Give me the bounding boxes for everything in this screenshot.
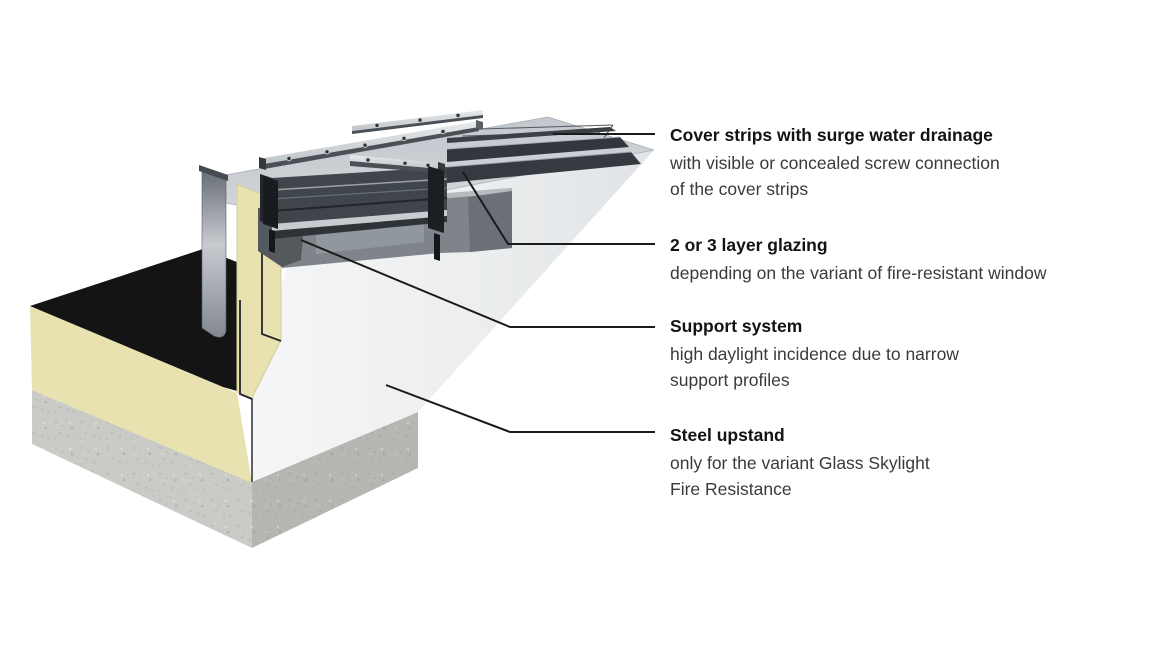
glass-pane-highlight [446,151,632,168]
callout-text-line: only for the variant Glass Skylight [670,453,930,473]
cover-strip-endcap [476,120,483,130]
clamp-bracket [263,176,278,229]
cover-strip-back-side [352,115,483,134]
cover-strip-front-side [264,127,479,169]
glass-pane-highlight [446,136,621,150]
callout-support-system: Support system high daylight incidence d… [670,313,1150,393]
callout-heading: Steel upstand [670,425,785,445]
glass-layer-line [271,187,448,200]
concrete-right-texture [252,412,418,548]
metal-flashing [201,168,227,338]
callout-text-line: high daylight incidence due to narrow [670,344,959,364]
callout-cover-strips: Cover strips with surge water drainage w… [670,122,1150,202]
callout-heading: Support system [670,316,803,336]
insulation-band [30,306,252,483]
leader-line-glazing [462,171,655,245]
callout-text-line: support profiles [670,370,790,390]
glazing-sill-dark [272,216,447,239]
leader-lines [300,133,655,433]
concrete-right-shade [252,412,418,548]
clamp-brackets [263,166,444,261]
glass-layer-line [271,197,448,212]
roof-membrane [30,249,237,391]
callout-text-line: of the cover strips [670,179,809,199]
callout-heading: Cover strips with surge water drainage [670,125,993,145]
glass-layer-line [271,178,448,191]
glass-pane-edge-3 [447,152,641,183]
cover-strips [259,110,483,174]
concrete-left-texture [32,390,252,548]
cover-strip-front-top [264,121,479,164]
glass-pane-edge-2 [447,137,629,162]
cover-strip-cross-side [350,161,441,173]
callout-text-line: Fire Resistance [670,479,792,499]
clamp-pin [269,229,275,253]
leader-line-support-system [300,239,655,328]
concrete-slab [32,390,418,548]
callout-steel-upstand: Steel upstand only for the variant Glass… [670,422,1150,502]
flashing-cap [199,165,228,181]
clamp-bracket [428,166,444,233]
clamp-pin [434,233,440,261]
leader-line-steel-upstand [385,384,655,433]
screw-heads [286,112,461,169]
glazing-sill-light [272,210,447,231]
callout-glazing: 2 or 3 layer glazing depending on the va… [670,232,1150,286]
callout-text-line: depending on the variant of fire-resista… [670,263,1047,283]
steel-sheet-edge-line [239,300,253,400]
callout-text-line: with visible or concealed screw connecti… [670,153,1000,173]
cover-strip-cross-top [350,155,441,169]
callout-heading: 2 or 3 layer glazing [670,235,828,255]
cover-strip-endcap [259,157,266,170]
glass-pane-edge-1 [447,127,616,143]
frame-right-foot [468,191,512,252]
